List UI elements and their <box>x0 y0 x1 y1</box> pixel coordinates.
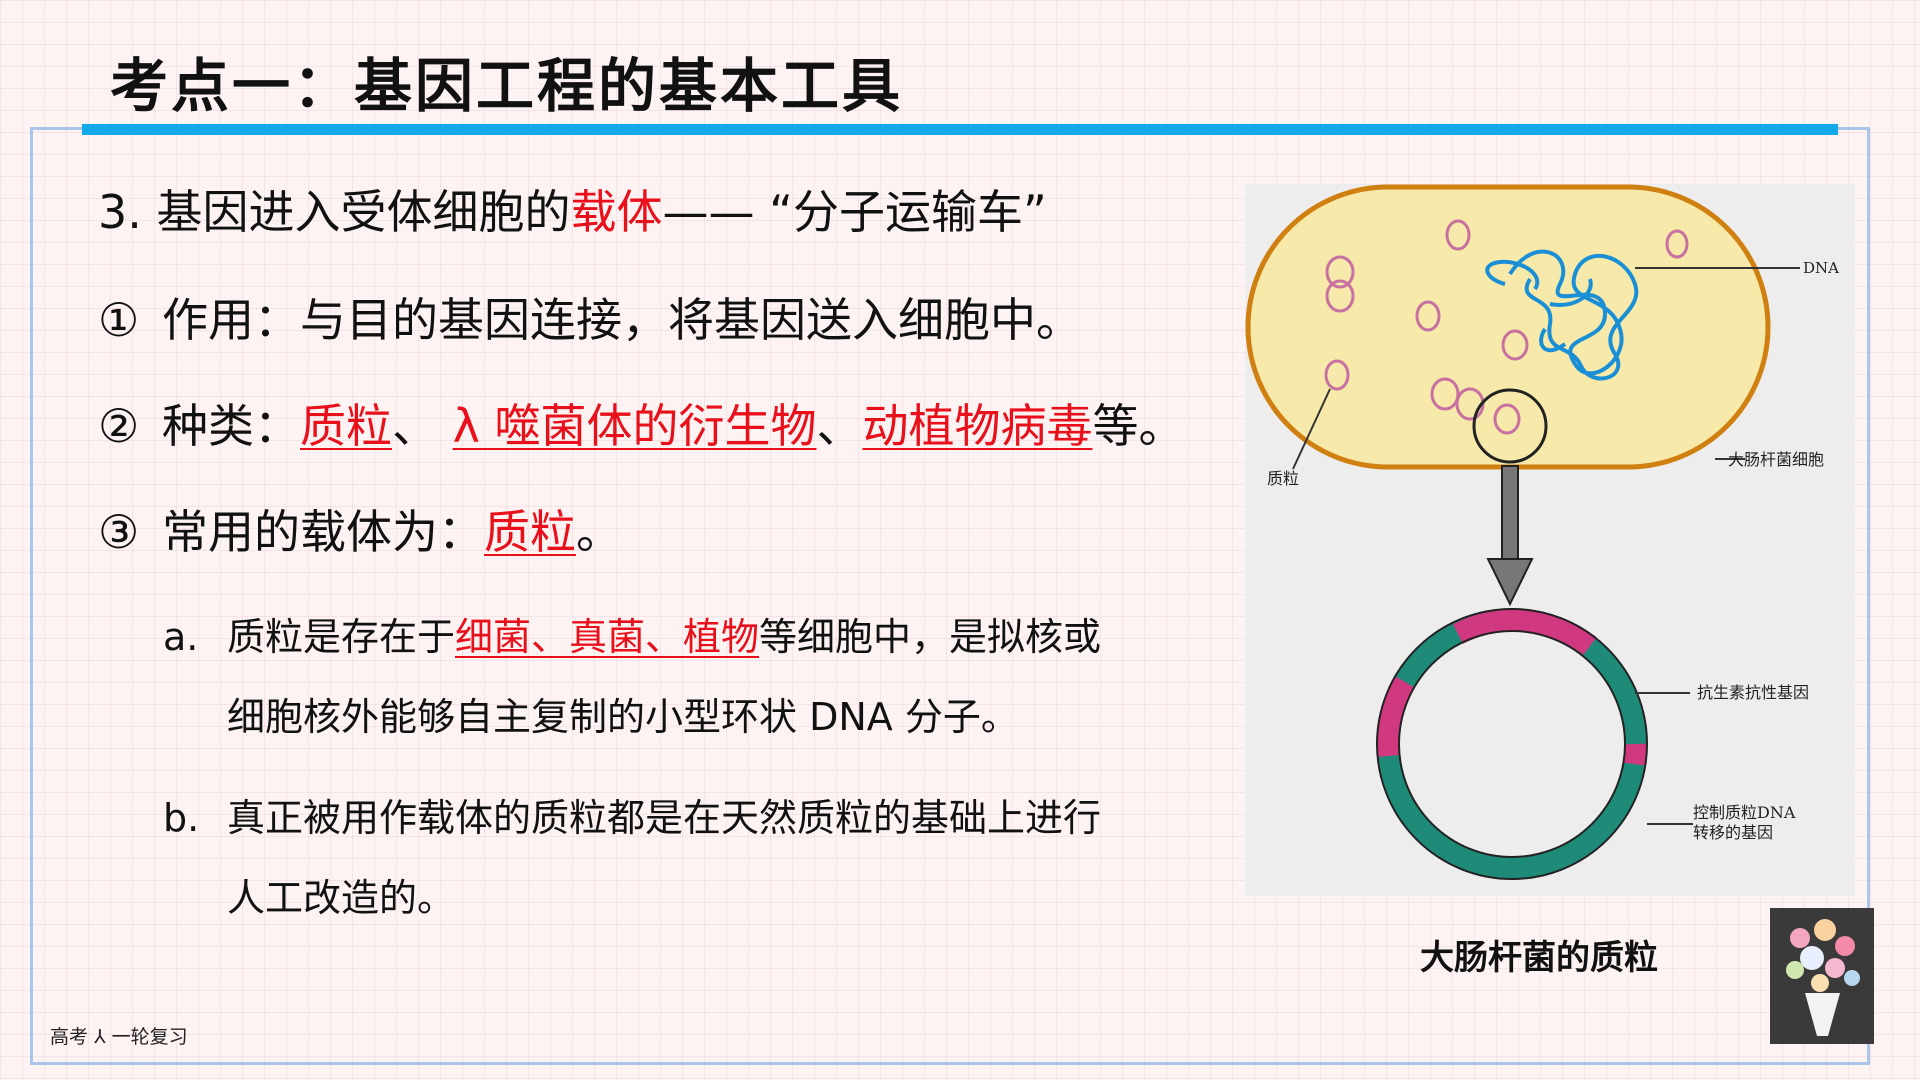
sub-a-highlight: 细菌、真菌、植物 <box>455 615 760 659</box>
cell-label: 大肠杆菌细胞 <box>1728 450 1824 469</box>
zoom-circle <box>1472 388 1548 464</box>
types-sep-1: 、 <box>392 399 453 453</box>
point-function: ① 作用：与目的基因连接，将基因送入细胞中。 <box>98 284 1082 350</box>
sub-point-b: b. 真正被用作载体的质粒都是在天然质粒的基础上进行 <box>163 787 1101 842</box>
dna-label: DNA <box>1803 259 1839 277</box>
sub-a-suffix: 等细胞中，是拟核或 <box>759 615 1102 659</box>
bacterium-cell <box>1245 184 1771 470</box>
arrow-head <box>1486 558 1534 607</box>
types-sep-2: 、 <box>816 399 863 453</box>
resistance-label: 抗生素抗性基因 <box>1697 683 1809 702</box>
type-virus: 动植物病毒 <box>862 399 1093 453</box>
slide-title: 考点一：基因工程的基本工具 <box>110 52 904 120</box>
transfer-label-1: 控制质粒DNA <box>1693 803 1796 822</box>
sub-b-line1: 真正被用作载体的质粒都是在天然质粒的基础上进行 <box>227 796 1102 840</box>
dna-coil <box>1485 249 1639 381</box>
plasmid-diagram: DNA 质粒 大肠杆菌细胞 抗生素抗性基因 控制质粒DNA 转移的基因 <box>1245 184 1839 880</box>
plasmid-figure: DNA 质粒 大肠杆菌细胞 抗生素抗性基因 控制质粒DNA 转移的基因 <box>1245 184 1855 896</box>
point-common: ③ 常用的载体为：质粒。 <box>98 496 622 562</box>
sub-a-prefix: 质粒是存在于 <box>227 615 456 659</box>
flower-icon <box>1786 919 1860 1036</box>
arrow-shaft <box>1501 465 1519 562</box>
transfer-label-2: 转移的基因 <box>1693 823 1773 842</box>
heading-highlight: 载体 <box>570 185 663 239</box>
types-prefix: 种类： <box>162 399 300 453</box>
resistance-gene-segment <box>1452 609 1597 655</box>
small-gene-segment <box>1623 743 1647 766</box>
plasmid-ring <box>1377 609 1647 879</box>
figure-caption: 大肠杆菌的质粒 <box>1420 938 1658 978</box>
sub-b-marker: b. <box>163 796 200 840</box>
heading-prefix: 3. 基因进入受体细胞的 <box>98 185 571 239</box>
common-highlight: 质粒 <box>484 505 576 559</box>
point-function-text: 作用：与目的基因连接，将基因送入细胞中。 <box>162 293 1082 347</box>
common-suffix: 。 <box>576 505 622 559</box>
sub-point-a: a. 质粒是存在于细菌、真菌、植物等细胞中，是拟核或 <box>163 606 1101 661</box>
common-prefix: 常用的载体为： <box>162 505 484 559</box>
types-suffix: 等。 <box>1092 399 1185 453</box>
flower-bouquet-image <box>1770 908 1874 1044</box>
transfer-gene-segment <box>1376 676 1415 757</box>
circled-2-marker: ② <box>98 399 140 453</box>
sub-a-marker: a. <box>163 615 199 659</box>
plasmid-label: 质粒 <box>1267 469 1299 488</box>
heading-vector: 3. 基因进入受体细胞的载体—— “分子运输车” <box>98 176 1047 242</box>
heading-suffix: —— “分子运输车” <box>662 185 1047 239</box>
title-underline-bar <box>82 124 1838 135</box>
sub-a-line2: 细胞核外能够自主复制的小型环状 DNA 分子。 <box>227 695 1019 739</box>
circled-3-marker: ③ <box>98 505 140 559</box>
type-plasmid: 质粒 <box>300 399 392 453</box>
plasmid-pointer <box>1292 388 1331 470</box>
circled-1-marker: ① <box>98 293 140 347</box>
type-phage: λ 噬菌体的衍生物 <box>452 399 817 453</box>
footer-text: 高考 ⅄ 一轮复习 <box>50 1026 188 1048</box>
sub-b-line2: 人工改造的。 <box>227 876 456 920</box>
